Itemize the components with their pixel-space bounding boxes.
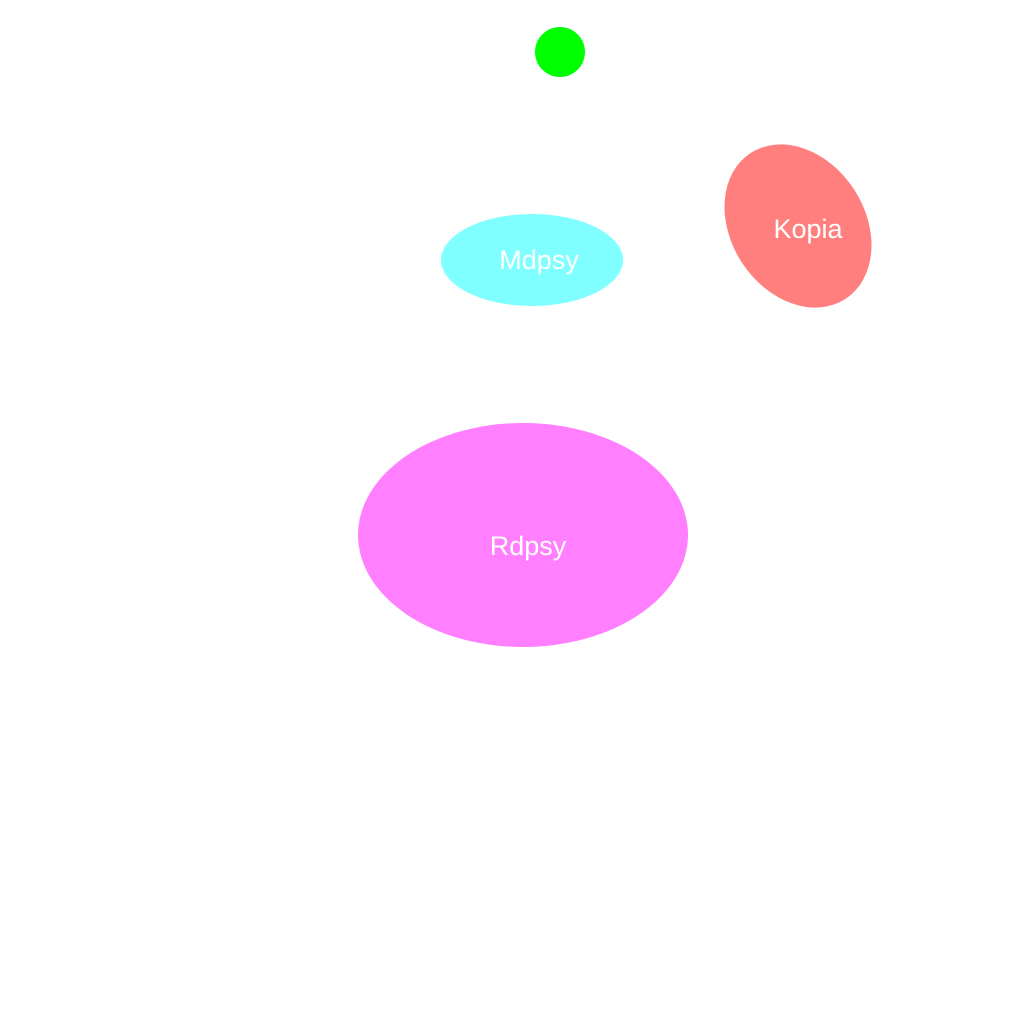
rdpsy-shape bbox=[358, 423, 688, 647]
mdpsy-shape bbox=[441, 214, 623, 306]
node-rdpsy[interactable]: Rdpsy bbox=[358, 423, 688, 647]
node-green-dot[interactable] bbox=[535, 27, 585, 77]
node-kopia[interactable]: Kopia bbox=[694, 117, 901, 336]
kopia-label: Kopia bbox=[773, 214, 843, 244]
mdpsy-label: Mdpsy bbox=[499, 245, 579, 275]
kopia-shape bbox=[724, 144, 872, 308]
node-mdpsy[interactable]: Mdpsy bbox=[441, 214, 623, 306]
green-dot-shape bbox=[535, 27, 585, 77]
rdpsy-label: Rdpsy bbox=[490, 531, 567, 561]
